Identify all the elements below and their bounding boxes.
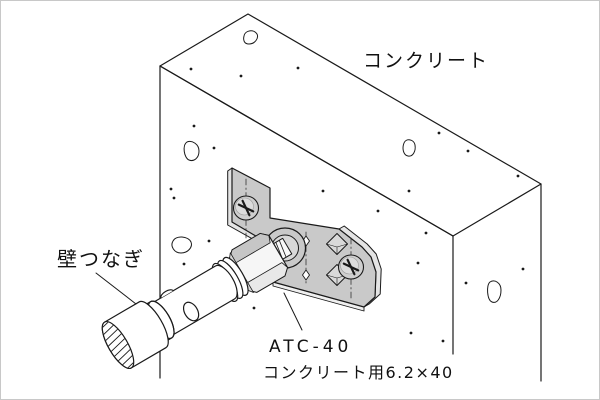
concrete-label: コンクリート xyxy=(363,50,490,72)
product-code-label: ATC-40 xyxy=(269,337,353,357)
concrete-wall xyxy=(159,13,542,382)
wall-front-top-edge xyxy=(159,65,454,237)
phillips-cross-icon xyxy=(342,258,360,276)
right-screw xyxy=(337,254,365,280)
tube-side-hole xyxy=(182,301,200,322)
left-screw xyxy=(232,195,260,221)
mounting-bracket xyxy=(227,167,382,312)
concrete-air-pockets xyxy=(171,30,502,303)
leader-lines xyxy=(95,272,303,331)
rod-end-cap xyxy=(97,300,169,372)
product-spec-label: コンクリート用6.2×40 xyxy=(263,363,454,382)
tube-top-hole xyxy=(160,289,174,299)
wall-tie-rod xyxy=(97,232,293,372)
concrete-speckle-dots xyxy=(169,66,525,343)
end-face-hatching xyxy=(97,318,139,372)
wall-tie-label: 壁つなぎ xyxy=(57,247,145,271)
atc40-leader-line xyxy=(283,292,303,331)
wall-tie-leader-line xyxy=(95,272,137,305)
phillips-cross-icon xyxy=(237,199,255,217)
